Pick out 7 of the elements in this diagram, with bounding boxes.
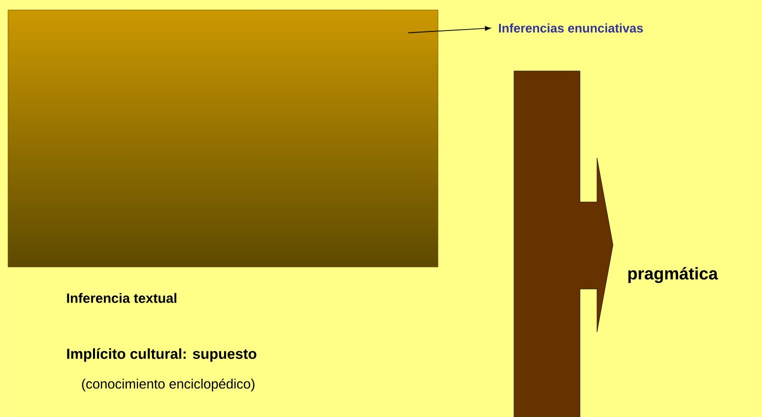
text-label: Inferencia textual [67,293,176,303]
box [8,10,438,268]
arrow [408,26,491,34]
text-label: (conocimiento enciclopédico) [82,378,254,392]
text-label: Inferencias enunciativas [499,23,643,33]
text-label: pragmática [628,266,718,284]
text-label: Implícito cultural: supuesto [67,348,256,362]
